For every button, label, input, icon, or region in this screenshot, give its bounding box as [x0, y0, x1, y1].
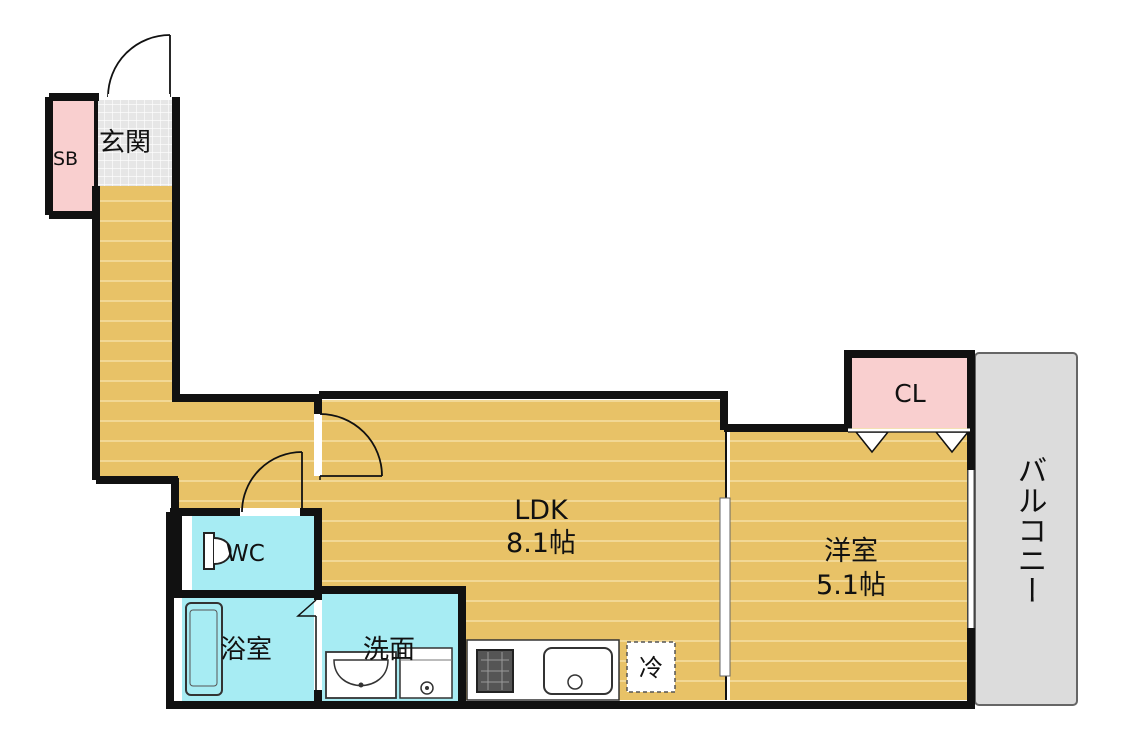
- sb-label: SB: [53, 148, 78, 170]
- washing-machine-space: [399, 647, 453, 699]
- shoe-box: [50, 100, 96, 215]
- ldk-size-label: 8.1帖: [506, 528, 576, 559]
- balcony-label: バルコニー: [1012, 455, 1047, 605]
- fridge-label: 冷: [639, 654, 663, 682]
- closet: [848, 355, 970, 428]
- sink-icon: [543, 647, 613, 695]
- genkan-label: 玄関: [99, 128, 151, 158]
- wc-door: [240, 451, 303, 516]
- fridge-space: [626, 641, 676, 693]
- ldk-door: [314, 413, 383, 477]
- wash-basin-icon: [325, 651, 397, 699]
- genkan-floor: [95, 100, 175, 186]
- entrance-door: [107, 34, 171, 100]
- bath-door: [296, 599, 322, 690]
- yoshitsu-size-label: 5.1帖: [816, 570, 886, 601]
- bath-label: 浴室: [220, 635, 272, 665]
- wc-label: WC: [226, 541, 265, 567]
- toilet-icon: [203, 532, 232, 570]
- wood-floor: [95, 185, 970, 700]
- yoshitsu-label: 洋室: [824, 536, 878, 567]
- ldk-label: LDK: [514, 495, 569, 526]
- cl-label: CL: [894, 379, 925, 408]
- bathtub-icon: [185, 602, 223, 696]
- senmen-label: 洗面: [363, 635, 415, 665]
